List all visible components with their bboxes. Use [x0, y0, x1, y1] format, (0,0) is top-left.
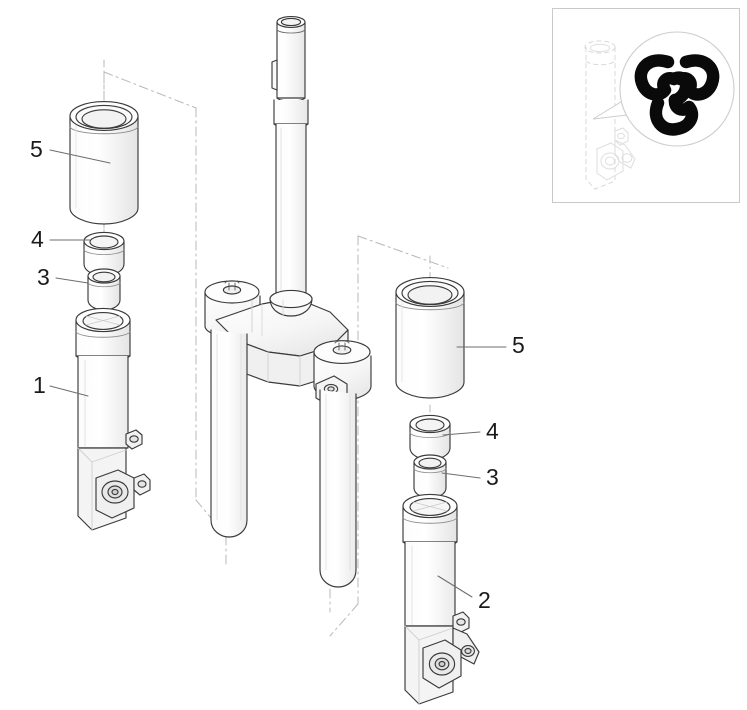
callout-number-right-4: 4 — [486, 418, 499, 444]
ghost-fork-slider — [584, 40, 636, 190]
leader-lines — [49, 149, 507, 598]
leader-left-3 — [55, 277, 89, 284]
part-4-seal-ring-right — [409, 414, 451, 461]
leader-left-1 — [49, 385, 89, 397]
part-1-fork-slider-left — [75, 307, 151, 531]
part-5-dust-cover-left — [69, 101, 139, 225]
callout-number-left-5: 5 — [30, 136, 43, 162]
callout-number-left-4: 4 — [31, 226, 44, 252]
part-2-fork-slider-right — [402, 493, 480, 705]
leader-left-5 — [49, 149, 111, 164]
part-4-seal-ring-left — [83, 231, 125, 277]
leader-right-4 — [442, 431, 481, 436]
callout-number-right-3: 3 — [486, 464, 499, 490]
leader-right-2 — [437, 575, 473, 598]
part-3-guide-bushing-left — [87, 268, 121, 311]
callout-number-right-5: 5 — [512, 332, 525, 358]
callout-number-left-1: 1 — [33, 372, 46, 398]
leader-right-3 — [441, 472, 481, 479]
inset-line-art — [584, 31, 735, 190]
part-3-guide-bushing-right — [413, 454, 447, 499]
inner-fork-tube-left — [210, 329, 248, 538]
triskelion-icon — [634, 54, 720, 136]
detail-callout-inset — [552, 8, 740, 203]
callout-number-left-3: 3 — [37, 264, 50, 290]
steering-stem-upper — [271, 16, 309, 301]
callout-number-right-2: 2 — [478, 587, 491, 613]
inner-fork-tube-right — [319, 389, 357, 588]
part-5-dust-cover-right — [395, 277, 465, 399]
